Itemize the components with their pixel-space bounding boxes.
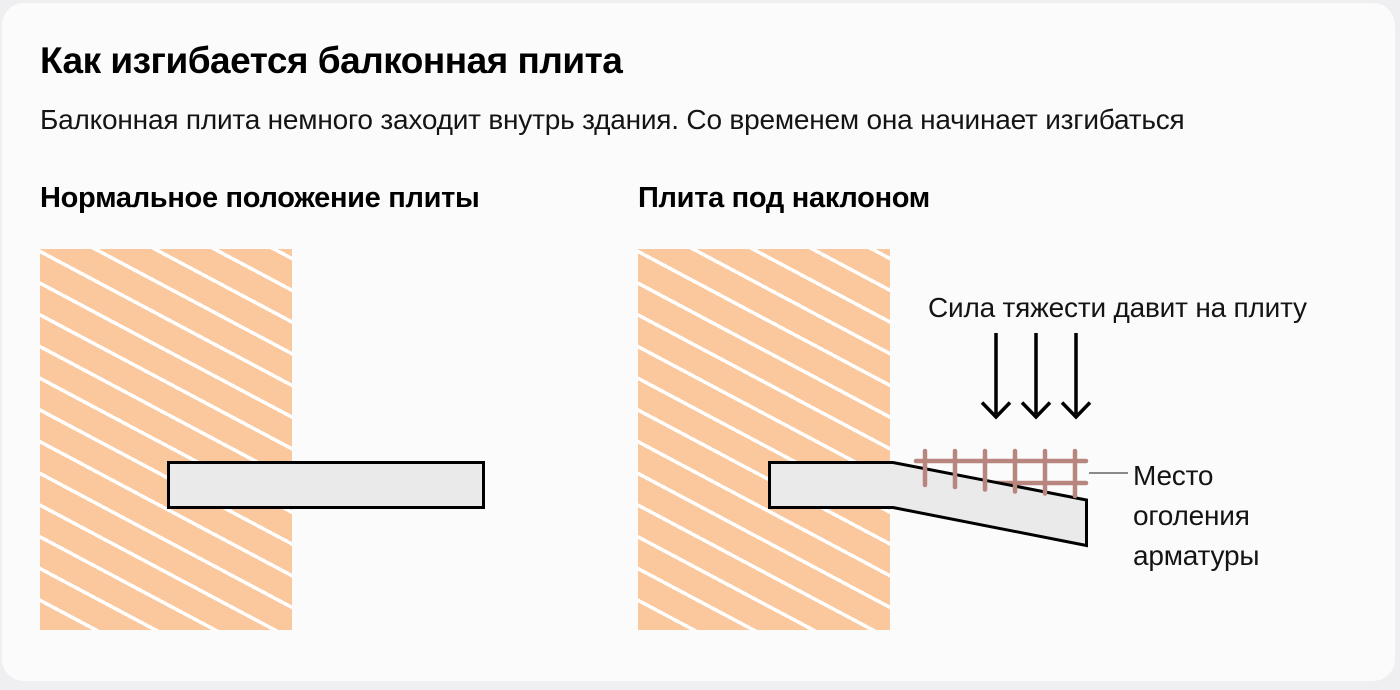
page-title: Как изгибается балконная плита: [40, 40, 623, 81]
right-wall-hatched: [638, 249, 890, 630]
left-panel-label: Нормальное положение плиты: [40, 182, 480, 214]
tilted-slab: [768, 461, 1088, 548]
gravity-arrow: [1060, 333, 1092, 420]
gravity-arrow: [1020, 333, 1052, 420]
normal-slab: [167, 461, 485, 509]
callout-text-line: арматуры: [1133, 540, 1260, 571]
gravity-arrow: [980, 333, 1012, 420]
gravity-arrows: [980, 333, 1092, 420]
callout-text-line: оголения: [1133, 500, 1250, 531]
rebar-mesh-ticks: [922, 448, 1078, 499]
callout-text-line: Место: [1133, 460, 1214, 491]
left-wall-hatched: [40, 249, 292, 630]
callout-text: Место оголения арматуры: [1133, 456, 1259, 576]
gravity-caption: Сила тяжести давит на плиту: [928, 292, 1307, 323]
page-subtitle: Балконная плита немного заходит внутрь з…: [40, 104, 1185, 135]
right-panel-label: Плита под наклоном: [638, 182, 930, 214]
